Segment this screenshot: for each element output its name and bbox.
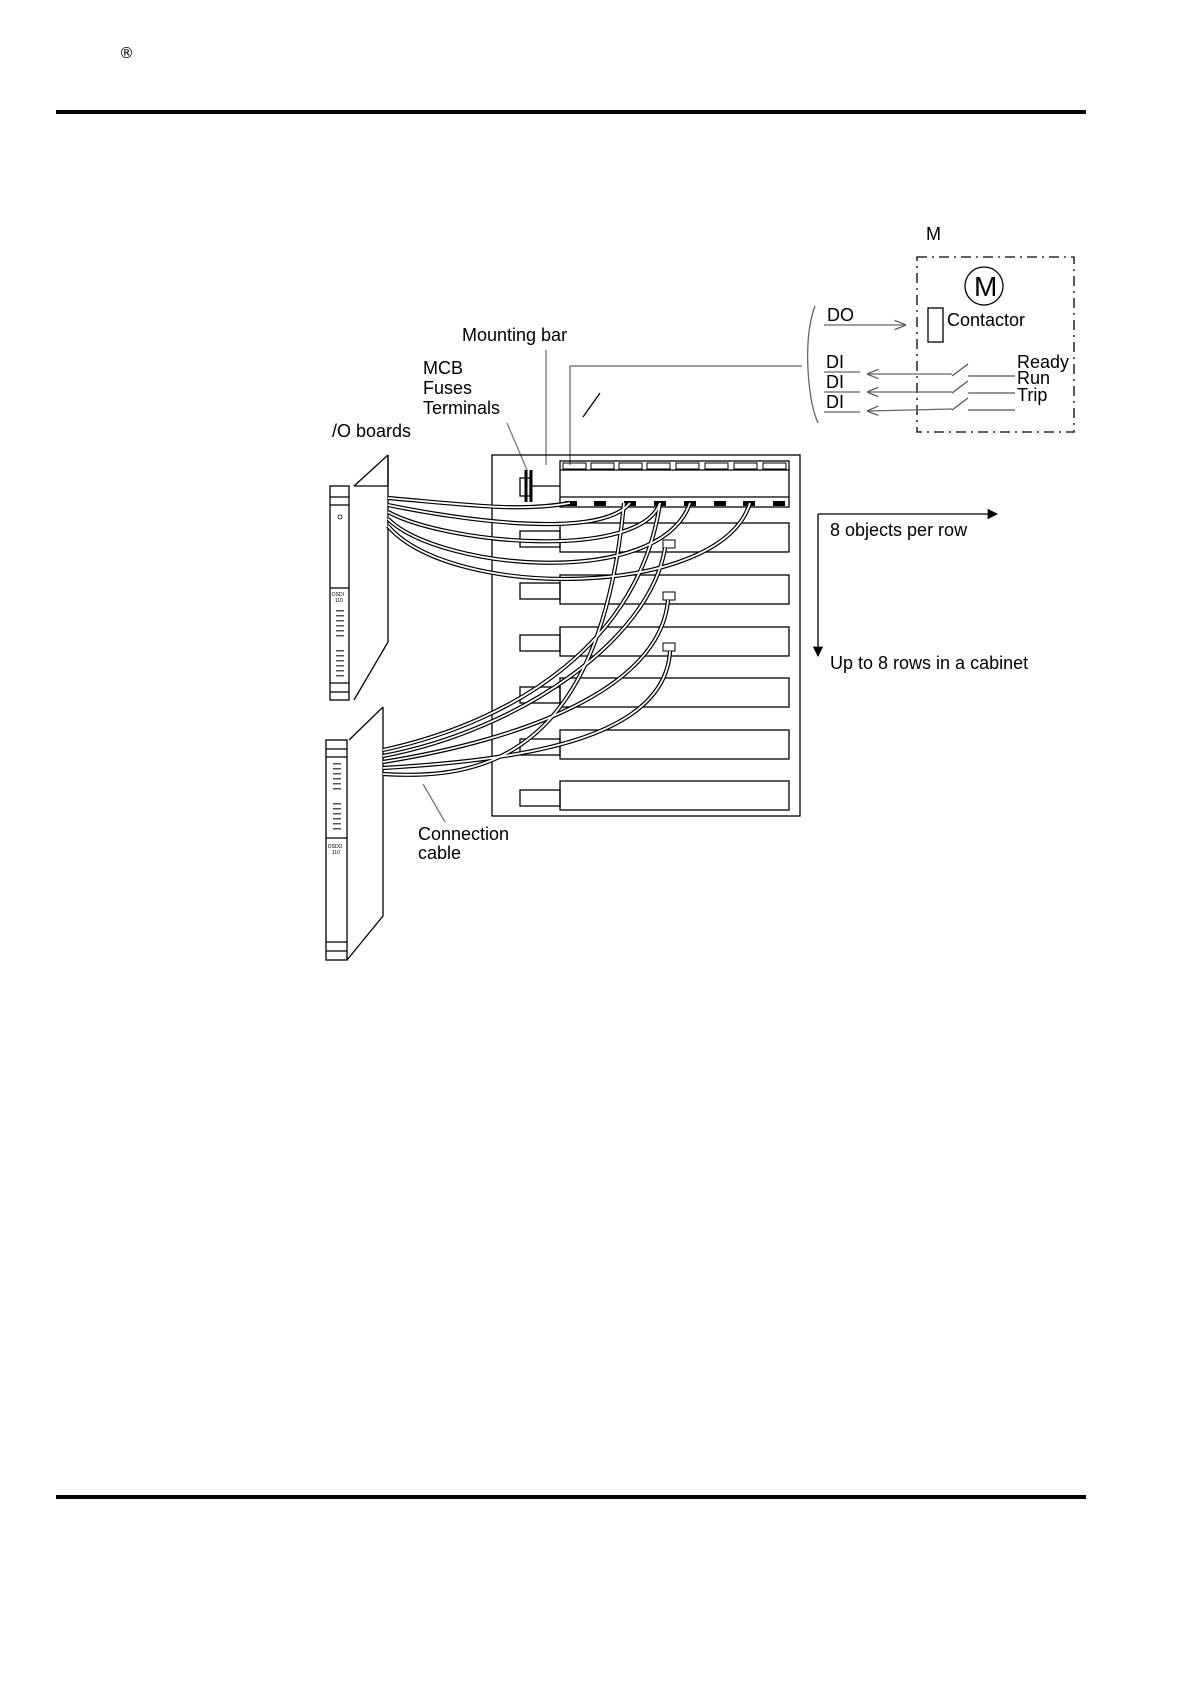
io-board-2-number: 110 [332, 850, 340, 856]
slash-mark [583, 393, 600, 417]
connection-label: Connection [418, 824, 509, 844]
motor-object-label: M [926, 224, 941, 244]
terminals-label: Terminals [423, 398, 500, 418]
do-label: DO [827, 305, 854, 325]
cabinet [492, 455, 800, 816]
di-label-3: DI [826, 392, 844, 412]
di-label-1: DI [826, 352, 844, 372]
object-rows [520, 523, 789, 810]
io-board-1-leds [336, 610, 344, 677]
terminals-leader [507, 423, 527, 470]
connection-cables [383, 498, 750, 775]
connection-cable-leader [423, 784, 445, 822]
signal-bracket [808, 306, 818, 423]
object-row-1 [560, 461, 789, 507]
motor-symbol: M [974, 271, 997, 302]
contactor-label: Contactor [947, 310, 1025, 330]
io-board-1-number: 110 [335, 598, 343, 604]
motor-object-group: M M Contactor Ready Run Trip [917, 224, 1074, 432]
contactor-coil [928, 308, 943, 342]
row-1-terminal-blocks [563, 463, 786, 469]
objects-per-row-label: 8 objects per row [830, 520, 968, 540]
io-board-1: DSDI 110 [330, 455, 388, 700]
row-1-connectors [565, 501, 785, 506]
di-label-2: DI [826, 372, 844, 392]
rows-per-cabinet-label: Up to 8 rows in a cabinet [830, 653, 1028, 673]
cable-label: cable [418, 843, 461, 863]
mounting-bar-label: Mounting bar [462, 325, 567, 345]
trip-label: Trip [1017, 385, 1047, 405]
mcb-label: MCB [423, 358, 463, 378]
fuses-label: Fuses [423, 378, 472, 398]
status-contacts [952, 364, 1015, 410]
mcb-fuse-block [520, 470, 560, 502]
io-board-2: DSDO 110 [326, 707, 383, 960]
signal-lines [570, 325, 952, 465]
io-board-2-leds [333, 763, 341, 830]
io-boards-label: /O boards [332, 421, 411, 441]
